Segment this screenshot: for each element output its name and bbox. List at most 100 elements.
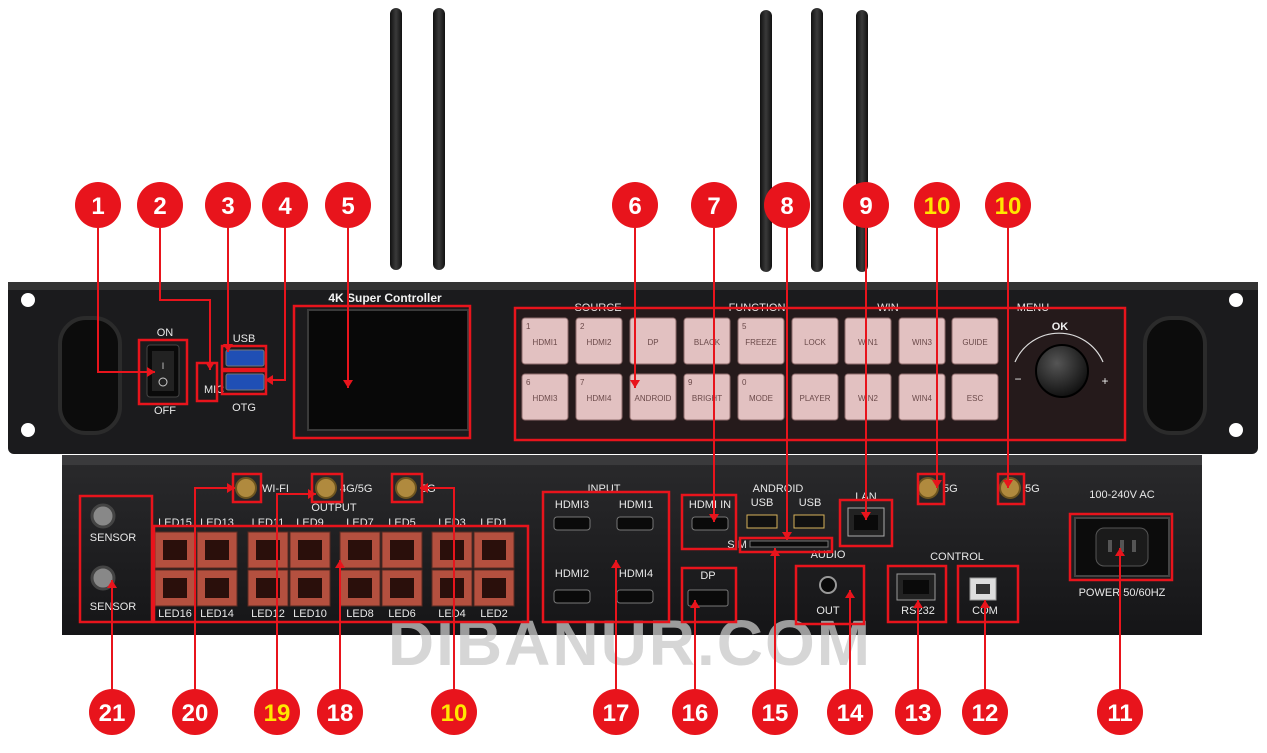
power-switch[interactable]: ON I OFF: [146, 327, 180, 417]
arrowhead-icon: [770, 548, 780, 556]
4g5g-label: 4G/5G: [340, 483, 372, 495]
callout-number: 18: [327, 700, 354, 727]
usb-a-port[interactable]: [746, 514, 778, 529]
leader-line: [420, 487, 455, 690]
arrowhead-icon: [782, 532, 792, 540]
callout-marker: 10: [431, 689, 477, 735]
arrowhead-icon: [932, 480, 942, 488]
otg-port[interactable]: [225, 373, 265, 391]
function-key-label: PLAYER: [800, 394, 831, 403]
source-key[interactable]: ANDROID: [629, 373, 677, 421]
rj45-port[interactable]: [154, 569, 196, 607]
arrowhead-icon: [1115, 548, 1125, 556]
hdmi4-label: HDMI4: [619, 568, 653, 580]
arrowhead-icon: [709, 514, 719, 522]
watermark: DIBANUR.COM: [388, 607, 872, 679]
hdmi2-port[interactable]: [553, 589, 591, 604]
hdmi3-label: HDMI3: [555, 499, 589, 511]
arrowhead-icon: [1003, 480, 1013, 488]
arrowhead-icon: [343, 380, 353, 388]
usb-b-port[interactable]: [793, 514, 825, 529]
antenna-icon: [760, 10, 772, 272]
usb-port[interactable]: [225, 349, 265, 367]
function-key[interactable]: BLACK: [683, 317, 731, 365]
rj45-port[interactable]: [381, 569, 423, 607]
dp-port[interactable]: [687, 589, 729, 607]
highlight-box: [794, 564, 866, 626]
rj45-port[interactable]: [154, 531, 196, 569]
rj45-port[interactable]: [289, 569, 331, 607]
menu-knob[interactable]: OK − +: [1014, 321, 1109, 398]
hdmi1-port[interactable]: [616, 516, 654, 531]
rj45-port[interactable]: [473, 531, 515, 569]
leader-line: [97, 228, 155, 373]
led-bottom-label: LED8: [346, 608, 374, 620]
arrowhead-icon: [335, 560, 345, 568]
sensors: SENSOR SENSOR: [90, 503, 137, 613]
5g-right-label-b: 5G: [1025, 483, 1040, 495]
win-key[interactable]: WIN4: [898, 373, 946, 421]
callout-number: 1: [91, 193, 104, 220]
arrowhead-icon: [223, 344, 233, 352]
sensor-bottom-label: SENSOR: [90, 601, 137, 613]
menu-key[interactable]: GUIDE: [951, 317, 999, 365]
hdmi4-port[interactable]: [616, 589, 654, 604]
rj45-port[interactable]: [431, 531, 473, 569]
otg-label: OTG: [232, 402, 256, 414]
ok-label: OK: [1052, 321, 1069, 333]
rj45-port[interactable]: [381, 531, 423, 569]
menu-keys: GUIDE ESC: [951, 317, 999, 421]
led-bottom-label: LED10: [293, 608, 327, 620]
win-key[interactable]: WIN3: [898, 317, 946, 365]
function-key[interactable]: LOCK: [791, 317, 839, 365]
minus-label: −: [1014, 372, 1021, 386]
function-key[interactable]: PLAYER: [791, 373, 839, 421]
audio-out-jack[interactable]: [819, 576, 837, 594]
rj45-port[interactable]: [196, 569, 238, 607]
highlight-box: [292, 304, 472, 440]
rj45-port[interactable]: [339, 531, 381, 569]
rj45-port[interactable]: [339, 569, 381, 607]
rj45-port[interactable]: [247, 531, 289, 569]
rj45-port[interactable]: [196, 531, 238, 569]
callout-number: 3: [221, 193, 234, 220]
svg-text:I: I: [162, 361, 165, 371]
source-key-label: HDMI2: [587, 338, 612, 347]
source-key-label: ANDROID: [635, 394, 672, 403]
arrowhead-icon: [630, 380, 640, 388]
highlight-box: [956, 564, 1020, 624]
source-key-number: 6: [526, 378, 531, 387]
callout-number: 19: [264, 700, 291, 727]
voltage-label: 100-240V AC: [1089, 489, 1154, 501]
callout-number: 5: [341, 193, 354, 220]
hdmi-in-port[interactable]: [691, 516, 729, 531]
rj45-port[interactable]: [431, 569, 473, 607]
rj45-port[interactable]: [247, 569, 289, 607]
callout-marker: 10: [914, 182, 960, 228]
function-key-number: 0: [742, 378, 747, 387]
win-key[interactable]: WIN2: [844, 373, 892, 421]
hdmi3-port[interactable]: [553, 516, 591, 531]
source-key[interactable]: DP: [629, 317, 677, 365]
callout-number: 20: [182, 700, 209, 727]
on-label: ON: [157, 327, 174, 339]
menu-key[interactable]: ESC: [951, 373, 999, 421]
win-key[interactable]: WIN1: [844, 317, 892, 365]
rack-screw-hole: [1229, 293, 1243, 307]
antennas: [390, 8, 868, 272]
rj45-port[interactable]: [473, 569, 515, 607]
rj45-port[interactable]: [289, 531, 331, 569]
off-label: OFF: [154, 405, 176, 417]
sim-slot[interactable]: [749, 540, 829, 548]
arrowhead-icon: [420, 483, 428, 493]
led-bottom-label: LED14: [200, 608, 234, 620]
callout-marker: 13: [895, 689, 941, 735]
arrowhead-icon: [265, 375, 273, 385]
